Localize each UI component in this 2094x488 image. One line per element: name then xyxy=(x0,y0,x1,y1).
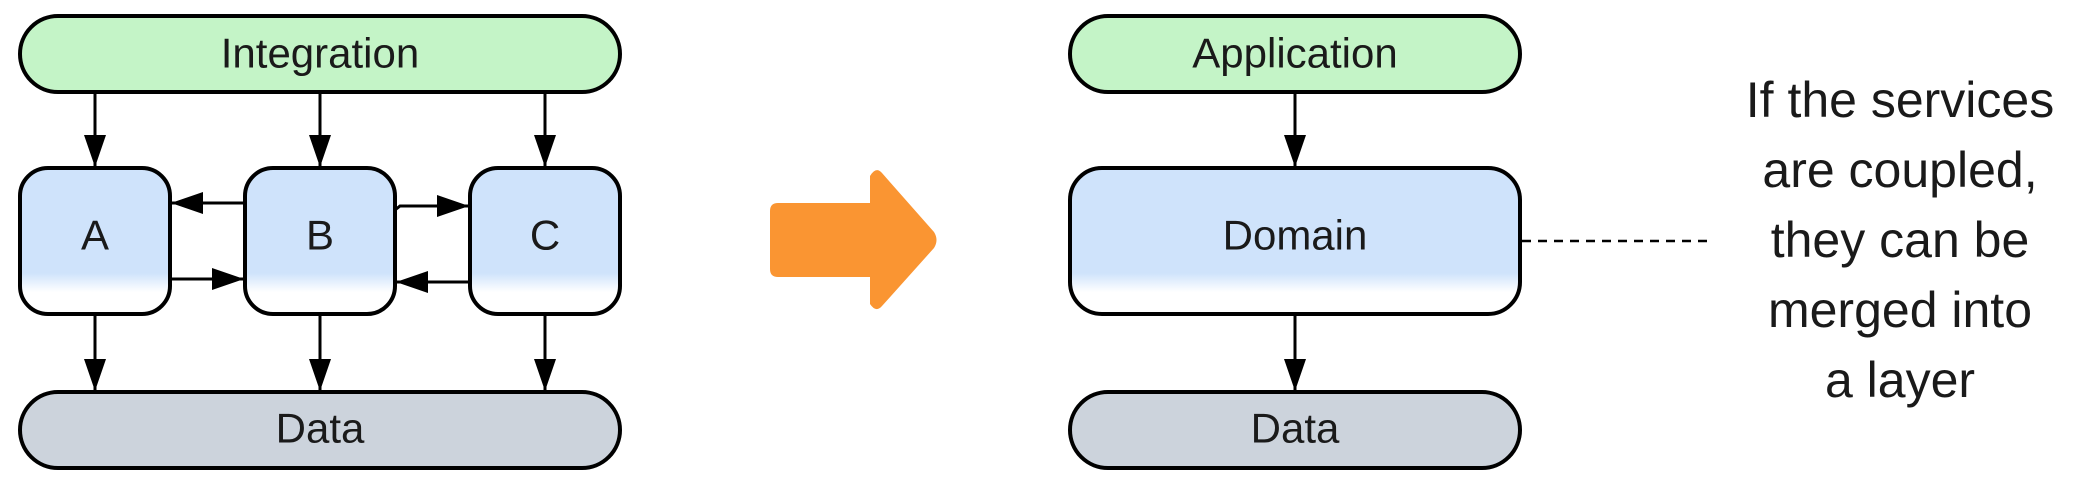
data-layer-left: Data xyxy=(18,390,622,470)
note-line-4: merged into xyxy=(1768,282,2032,338)
service-a-label: A xyxy=(81,212,109,259)
integration-to-service-arrows xyxy=(84,92,556,167)
coupling-arrows xyxy=(170,192,470,293)
arrow-b-to-c xyxy=(394,195,469,217)
service-c-box: C xyxy=(468,166,622,316)
left-diagram: Integration A B C Data xyxy=(18,14,622,470)
domain-label: Domain xyxy=(1223,212,1368,259)
note-line-1: If the services xyxy=(1746,72,2054,128)
service-a-box: A xyxy=(18,166,172,316)
application-label: Application xyxy=(1192,30,1397,77)
service-b-box: B xyxy=(243,166,397,316)
note-line-3: they can be xyxy=(1771,212,2030,268)
integration-layer: Integration xyxy=(18,14,622,94)
right-arrow-icon xyxy=(770,170,937,310)
application-layer: Application xyxy=(1068,14,1522,94)
right-diagram: Application Domain Data xyxy=(1068,14,1712,470)
service-c-label: C xyxy=(530,212,560,259)
data-layer-right: Data xyxy=(1068,390,1522,470)
service-to-data-arrows xyxy=(84,314,556,391)
note-line-5: a layer xyxy=(1825,352,1975,408)
integration-label: Integration xyxy=(221,30,419,77)
data-label-left: Data xyxy=(276,405,365,452)
data-label-right: Data xyxy=(1251,405,1340,452)
domain-layer: Domain xyxy=(1068,166,1522,316)
coupling-note: If the services are coupled, they can be… xyxy=(1746,72,2054,408)
service-b-label: B xyxy=(306,212,334,259)
note-line-2: are coupled, xyxy=(1762,142,2037,198)
